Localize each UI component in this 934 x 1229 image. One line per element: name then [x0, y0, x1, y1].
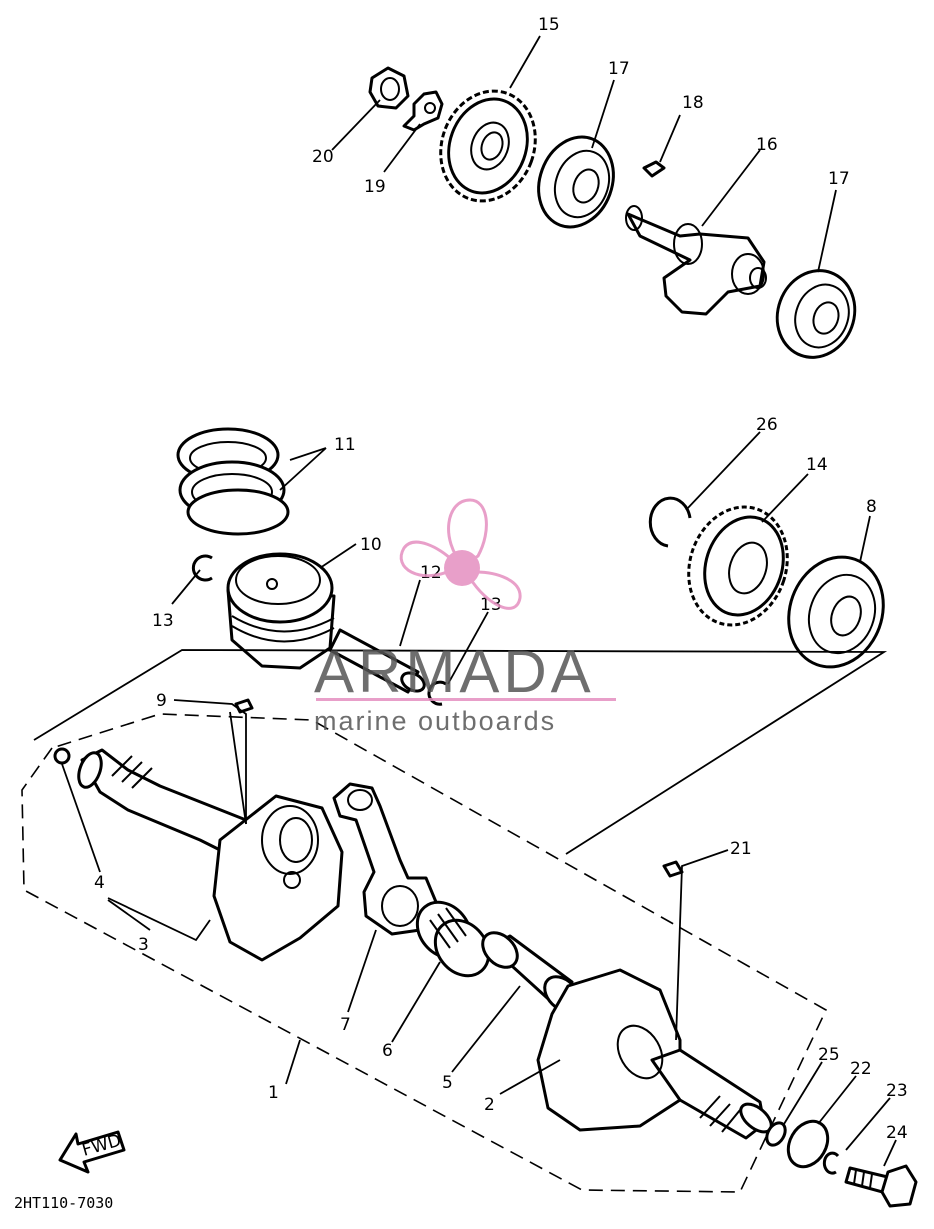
part-14-primary-drive-gear [687, 505, 789, 627]
part-4-plug [53, 747, 71, 765]
part-10-piston [226, 552, 336, 670]
watermark-brand: ARMADA [314, 638, 595, 705]
diagram-code: 2HT110-7030 [14, 1194, 113, 1212]
part-8-bearing [787, 555, 885, 669]
part-20-nut [368, 66, 410, 110]
part-12-piston-pin [328, 628, 426, 694]
callout-22: 22 [850, 1059, 872, 1079]
part-17-bearing-lower [775, 269, 857, 359]
part-17-bearing-upper [537, 135, 615, 229]
part-5-crank-pin [481, 931, 581, 1013]
callout-13-right: 13 [480, 595, 502, 615]
callout-24: 24 [886, 1123, 908, 1143]
part-2-right-crank-wheel-shaft [536, 968, 773, 1140]
callout-9: 9 [156, 691, 167, 711]
callout-18: 18 [682, 93, 704, 113]
part-22-spacer [786, 1119, 830, 1169]
callout-17-lower: 17 [828, 169, 850, 189]
callout-14: 14 [806, 455, 828, 475]
part-4-left-crank-wheel-shaft [77, 748, 344, 962]
part-18-woodruff-key [642, 160, 666, 178]
callout-1: 1 [268, 1083, 279, 1103]
callout-25: 25 [818, 1045, 840, 1065]
watermark-tagline: marine outboards [314, 706, 556, 736]
callout-26: 26 [756, 415, 778, 435]
callout-23: 23 [886, 1081, 908, 1101]
watermark-divider [316, 698, 616, 701]
armada-watermark: ARMADA marine outboards [314, 498, 616, 736]
leader-lines [61, 35, 897, 1167]
part-9-woodruff-key [234, 698, 254, 714]
callout-13-left: 13 [152, 611, 174, 631]
part-19-lock-washer [402, 90, 444, 132]
callout-12: 12 [420, 563, 442, 583]
propeller-logo-icon [399, 498, 522, 610]
part-25-o-ring [765, 1121, 787, 1147]
part-16-balancer-shaft [625, 205, 767, 316]
part-15-balancer-drive-gear [439, 89, 537, 203]
callout-19: 19 [364, 177, 386, 197]
callout-8: 8 [866, 497, 877, 517]
callout-16: 16 [756, 135, 778, 155]
part-6-needle-bearing [415, 900, 491, 978]
callout-21: 21 [730, 839, 752, 859]
callout-10: 10 [360, 535, 382, 555]
callout-6: 6 [382, 1041, 393, 1061]
callout-20: 20 [312, 147, 334, 167]
callout-2: 2 [484, 1095, 495, 1115]
assembly-3-boundary [33, 649, 888, 855]
callout-17-upper: 17 [608, 59, 630, 79]
callout-3: 3 [138, 935, 149, 955]
callout-7: 7 [340, 1015, 351, 1035]
part-26-circlip [648, 496, 692, 548]
callout-11: 11 [334, 435, 356, 455]
callout-5: 5 [442, 1073, 453, 1093]
part-13-circlip-left [191, 554, 213, 582]
callout-15: 15 [538, 15, 560, 35]
callout-4: 4 [94, 873, 105, 893]
part-24-bolt [844, 1164, 918, 1208]
part-23-washer [822, 1151, 840, 1175]
part-11-piston-rings [176, 427, 290, 536]
fwd-arrow: FWD [58, 1130, 126, 1174]
assembly-1-boundary [21, 713, 828, 1193]
part-21-woodruff-key [662, 860, 684, 878]
